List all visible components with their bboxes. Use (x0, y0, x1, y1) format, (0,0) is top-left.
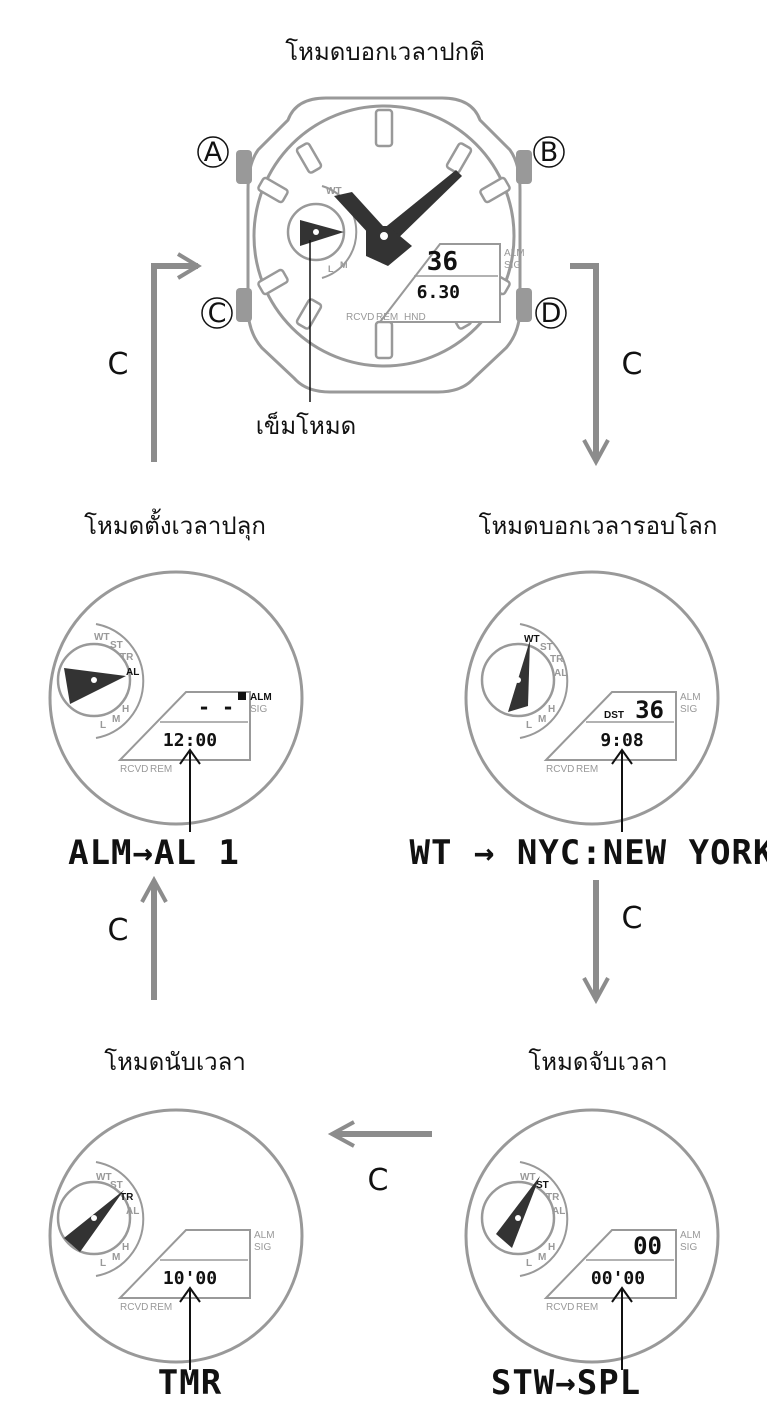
timer-dial: WT ST TR AL L M H ALM SIG 10'00 RCVD REM (48, 1108, 304, 1370)
alarm-mode-title: โหมดตั้งเวลาปลุก (84, 508, 266, 541)
transition-c-4: C (108, 913, 129, 948)
sw-ring-wt: WT (520, 1172, 536, 1183)
label-sig: SIG (504, 260, 521, 271)
world-time-dial: WT ST TR AL L M H DST 36 ALM SIG 9:08 RC… (464, 570, 720, 832)
timer-mode-title: โหมดนับเวลา (104, 1048, 246, 1076)
sw-label-alm: ALM (680, 1230, 701, 1241)
timer-ring-l: L (100, 1258, 106, 1269)
timer-ring-st: ST (110, 1180, 123, 1191)
button-a[interactable] (236, 150, 252, 184)
stopwatch-mode-hand (496, 1176, 540, 1248)
stopwatch-mode-title: โหมดจับเวลา (528, 1048, 667, 1076)
wt-ring-st: ST (540, 642, 553, 653)
wt-ring-h: H (548, 704, 555, 715)
world-time-lower-display: 9:08 (600, 730, 643, 751)
mode-hand (300, 220, 344, 246)
timer-ring-al: AL (126, 1206, 139, 1217)
transition-c-2: C (622, 347, 643, 382)
main-watch: WT L M 36 6.30 ALM SIG RCVD REM HND A B … (197, 96, 567, 440)
alarm-code: ALM→AL 1 (68, 833, 240, 873)
stopwatch-upper-display: 00 (633, 1232, 662, 1260)
sw-label-sig: SIG (680, 1242, 697, 1253)
wt-ring-m: M (538, 714, 546, 725)
sw-label-rcvd: RCVD (546, 1302, 574, 1313)
stopwatch-lower-display: 00'00 (591, 1268, 645, 1289)
ring-label-m: M (340, 260, 348, 270)
sw-ring-l: L (526, 1258, 532, 1269)
alarm-ring-m: M (112, 714, 120, 725)
button-c[interactable] (236, 288, 252, 322)
wt-label-rem: REM (576, 764, 598, 775)
mode-hand-label: เข็มโหมด (256, 411, 357, 440)
wt-ring-tr: TR (550, 654, 564, 665)
sw-ring-al: AL (552, 1206, 565, 1217)
ring-label-l: L (328, 264, 334, 274)
alarm-ring-st: ST (110, 640, 123, 651)
hour-hand (366, 226, 412, 266)
stopwatch-code: STW→SPL (491, 1363, 641, 1402)
sw-ring-tr: TR (546, 1192, 560, 1203)
timer-label-rcvd: RCVD (120, 1302, 148, 1313)
timer-ring-m: M (112, 1252, 120, 1263)
wt-label-alm: ALM (680, 692, 701, 703)
label-alm: ALM (504, 248, 525, 259)
button-b-label: B (540, 137, 559, 168)
label-rem: REM (376, 312, 398, 323)
stopwatch-dial: WT ST TR AL L M H 00 ALM SIG 00'00 RCVD … (464, 1108, 720, 1370)
alarm-ring-wt: WT (94, 632, 110, 643)
label-rcvd: RCVD (346, 312, 374, 323)
world-time-code: WT → NYC:NEW YORK (410, 833, 767, 873)
button-b[interactable] (516, 150, 532, 184)
alarm-dial: WT ST TR AL L M H - - ALM SIG 12:00 RCVD… (48, 570, 304, 832)
ring-label-wt: WT (326, 186, 342, 197)
timer-ring-wt: WT (96, 1172, 112, 1183)
timer-label-rem: REM (150, 1302, 172, 1313)
alarm-label-rem: REM (150, 764, 172, 775)
alarm-ring-h: H (122, 704, 129, 715)
timer-label-alm: ALM (254, 1230, 275, 1241)
timer-ring-tr: TR (120, 1192, 134, 1203)
alarm-label-rcvd: RCVD (120, 764, 148, 775)
world-time-upper-display: 36 (635, 696, 664, 724)
wt-ring-l: L (526, 720, 532, 731)
sw-ring-m: M (538, 1252, 546, 1263)
timer-ring-h: H (122, 1242, 129, 1253)
button-a-label: A (204, 137, 223, 168)
transition-c-1: C (108, 347, 129, 382)
alarm-upper-display: - - (198, 695, 234, 719)
sw-ring-h: H (548, 1242, 555, 1253)
world-time-mode-hand (508, 640, 530, 712)
button-c-label: C (208, 298, 227, 329)
alarm-ring-l: L (100, 720, 106, 731)
timekeeping-mode-title: โหมดบอกเวลาปกติ (285, 38, 485, 66)
dst-label: DST (604, 710, 624, 721)
timer-lower-display: 10'00 (163, 1268, 217, 1289)
transition-c-5: C (368, 1163, 389, 1198)
timer-label-sig: SIG (254, 1242, 271, 1253)
flow-arrows (140, 252, 610, 1148)
wt-ring-al: AL (554, 668, 567, 679)
wt-label-rcvd: RCVD (546, 764, 574, 775)
alarm-ring-tr: TR (120, 652, 134, 663)
wt-ring-wt: WT (524, 634, 540, 645)
button-d[interactable] (516, 288, 532, 322)
button-d-label: D (541, 298, 562, 329)
alarm-ring-al: AL (126, 667, 139, 678)
alarm-label-sig: SIG (250, 704, 267, 715)
sw-ring-st: ST (536, 1180, 549, 1191)
label-hnd: HND (404, 312, 426, 323)
sw-label-rem: REM (576, 1302, 598, 1313)
main-lower-display: 6.30 (417, 282, 460, 303)
alarm-lower-display: 12:00 (163, 730, 217, 751)
wt-label-sig: SIG (680, 704, 697, 715)
world-time-mode-title: โหมดบอกเวลารอบโลก (479, 512, 718, 540)
alarm-label-alm: ALM (250, 692, 272, 703)
main-upper-display: 36 (427, 247, 458, 277)
transition-c-3: C (622, 901, 643, 936)
alarm-mode-hand (64, 668, 126, 704)
timer-code: TMR (158, 1363, 222, 1402)
